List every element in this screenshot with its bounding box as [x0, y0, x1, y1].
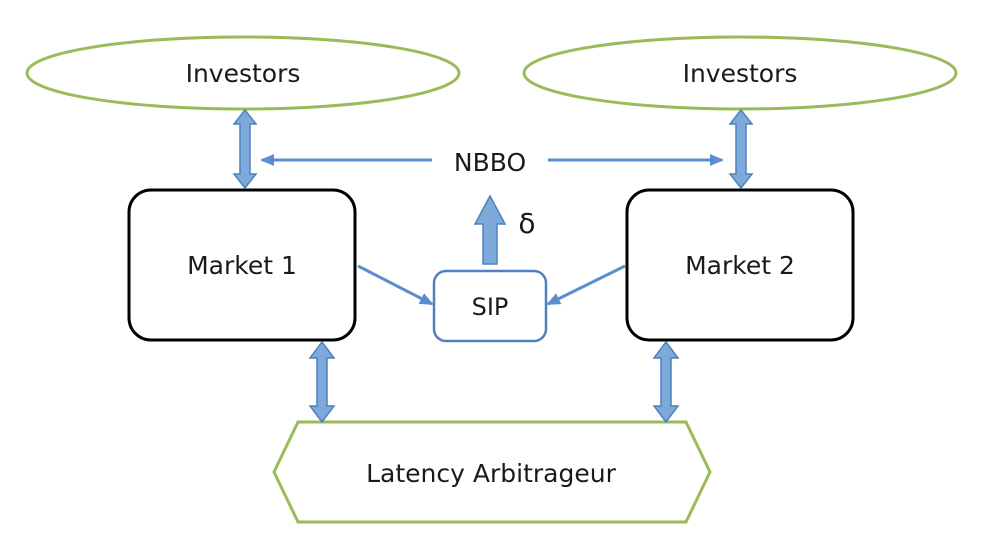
- nbbo-label: NBBO: [454, 148, 526, 177]
- market-1-box: [127, 188, 357, 342]
- investors-left-ellipse: [25, 35, 461, 111]
- sip-box: [432, 269, 548, 343]
- market-1-arbitrageur-double-arrow: [308, 340, 336, 424]
- delta-label: δ: [518, 207, 535, 240]
- investors-right-market-2-double-arrow: [728, 108, 754, 190]
- investors-left-market-1-double-arrow: [232, 108, 258, 190]
- sip-label: SIP: [472, 293, 509, 321]
- investors-left-label: Investors: [186, 59, 301, 88]
- investors-right-ellipse: [522, 35, 958, 111]
- market-2-arbitrageur-double-arrow: [652, 340, 680, 424]
- arbitrageur-label: Latency Arbitrageur: [366, 459, 616, 488]
- investors-right-label: Investors: [683, 59, 798, 88]
- market-2-box: [625, 188, 855, 342]
- market-1-label: Market 1: [187, 251, 297, 280]
- sip-to-nbbo-block-arrow: [473, 194, 507, 265]
- market-2-label: Market 2: [685, 251, 795, 280]
- arbitrageur-hexagon: [272, 420, 712, 524]
- market-2-to-sip-arrow: [546, 264, 626, 306]
- market-1-to-sip-arrow: [357, 264, 434, 306]
